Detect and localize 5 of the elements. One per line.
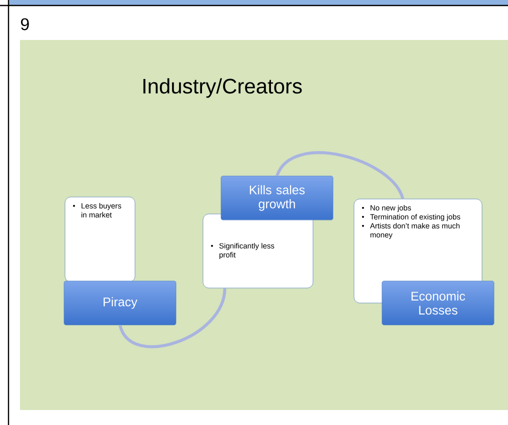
label-box: Piracy bbox=[64, 280, 176, 326]
label-box: Economic Losses bbox=[382, 280, 494, 326]
label-box: Kills sales growth bbox=[220, 176, 334, 220]
slide-number: 9 bbox=[21, 18, 29, 30]
slide-title: Industry/Creators bbox=[143, 78, 302, 98]
